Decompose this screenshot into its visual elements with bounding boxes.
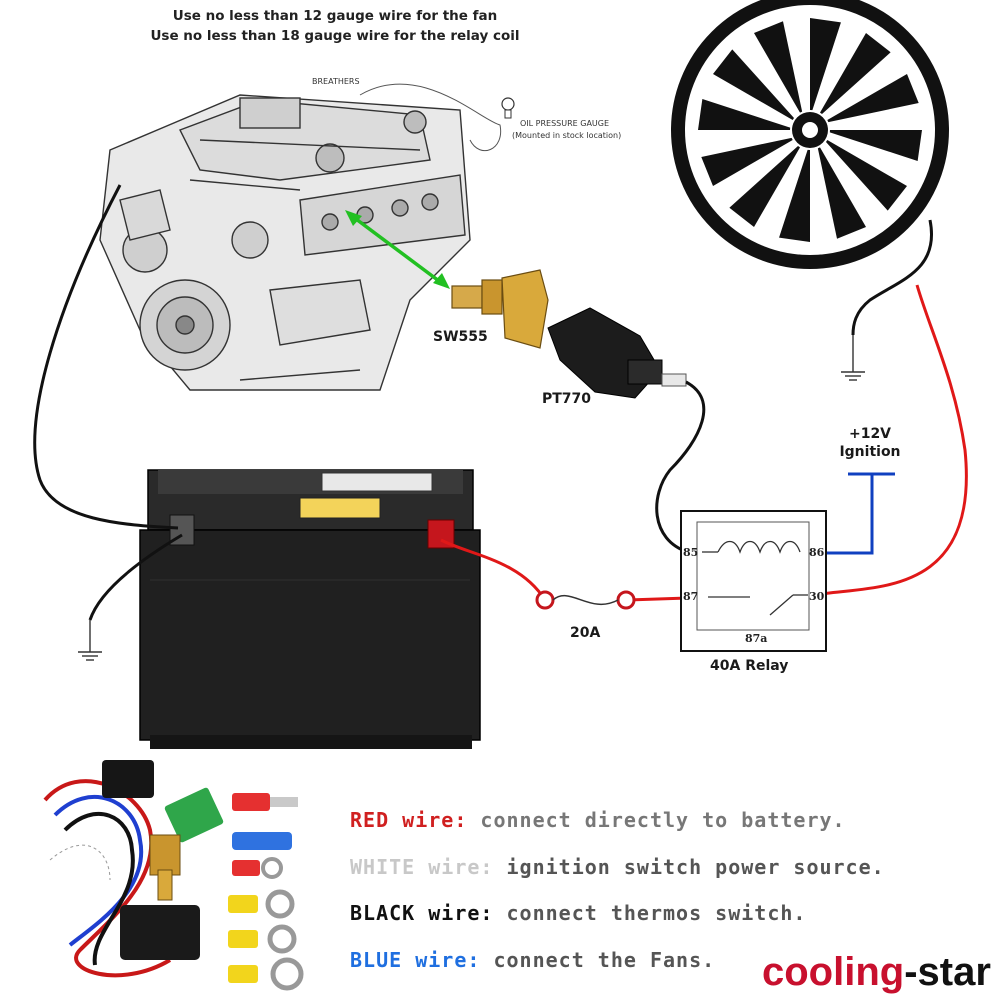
label-connector: PT770: [542, 391, 591, 407]
relay-pin-87a: 87a: [745, 632, 767, 645]
legend-red-text: connect directly to battery.: [467, 808, 845, 832]
label-breathers: BREATHERS: [312, 77, 360, 86]
legend-black: BLACK wire: connect thermos switch.: [350, 901, 806, 925]
label-relay: 40A Relay: [710, 658, 788, 674]
relay-pin-30: 30: [809, 590, 825, 603]
label-fuse: 20A: [570, 625, 600, 641]
fuse-icon: [535, 590, 636, 610]
fan-blade: [701, 137, 793, 186]
relay-pin-87: 87: [683, 590, 698, 603]
black-wire-connector-to-relay: [655, 380, 706, 554]
fan-blade: [713, 49, 795, 120]
blue-wire-ignition-to-relay: [818, 474, 874, 555]
note-fan-gauge: Use no less than 12 gauge wire for the f…: [173, 8, 498, 24]
red-wire-fuse-to-relay: [625, 596, 689, 602]
brand-part2: -star: [904, 950, 991, 994]
fan-blade: [779, 149, 810, 242]
black-wire-fan-to-ground: [851, 219, 933, 336]
green-arrow-icon: [345, 210, 450, 289]
wire-color-legend: RED wire: connect directly to battery. W…: [350, 808, 885, 972]
legend-blue: BLUE wire: connect the Fans.: [350, 948, 715, 972]
ground-symbol-icon: [78, 620, 102, 661]
legend-black-text: connect thermos switch.: [493, 901, 806, 925]
relay-pin-86: 86: [809, 546, 825, 559]
brand-part1: cooling: [762, 950, 904, 994]
label-oil-pressure-gauge: OIL PRESSURE GAUGE: [520, 119, 609, 128]
fan-blade: [827, 74, 919, 123]
legend-blue-text: connect the Fans.: [480, 948, 715, 972]
oil-pressure-gauge-icon: [501, 97, 515, 119]
fan-blade: [698, 99, 791, 130]
connector-plug-icon: [547, 307, 687, 399]
black-wire-engine-to-battery: [33, 184, 179, 530]
legend-black-key: BLACK wire:: [350, 901, 493, 925]
legend-red: RED wire: connect directly to battery.: [350, 808, 846, 832]
car-battery-icon: [139, 469, 481, 749]
engine-illustration: [99, 94, 471, 391]
relay-pin-85: 85: [683, 546, 698, 559]
fan-blades: [698, 18, 922, 242]
legend-white-key: WHITE wire:: [350, 855, 493, 879]
black-wire-battery-to-ground: [88, 533, 183, 621]
legend-white-text: ignition switch power source.: [493, 855, 884, 879]
legend-white: WHITE wire: ignition switch power source…: [350, 855, 885, 879]
label-sensor: SW555: [433, 329, 488, 345]
fan-blade: [820, 33, 891, 115]
temperature-sensor-icon: [451, 269, 549, 349]
label-gauge-mounted: (Mounted in stock location): [512, 131, 621, 140]
red-wire-relay-to-fan: [814, 284, 968, 597]
fan-blade: [829, 130, 922, 161]
label-ignition-voltage: +12V: [849, 426, 891, 442]
fan-blade: [825, 140, 907, 211]
ground-symbol-icon: [841, 335, 865, 381]
oil-gauge-line: [359, 83, 502, 152]
relay-box: [680, 510, 827, 652]
red-wire-battery-to-fuse: [440, 538, 547, 601]
fan-blade: [810, 18, 841, 111]
note-coil-gauge: Use no less than 18 gauge wire for the r…: [150, 28, 519, 44]
fan-blade: [817, 147, 866, 239]
cooling-fan-icon: [671, 0, 949, 269]
wiring-kit-illustration: [43, 760, 224, 978]
crimp-terminals-icon: [228, 793, 304, 991]
fan-blade: [729, 145, 800, 227]
label-ignition: Ignition: [839, 444, 900, 460]
brand-logo: cooling-star: [762, 950, 991, 994]
legend-blue-key: BLUE wire:: [350, 948, 480, 972]
legend-red-key: RED wire:: [350, 808, 467, 832]
fan-blade: [754, 21, 803, 113]
